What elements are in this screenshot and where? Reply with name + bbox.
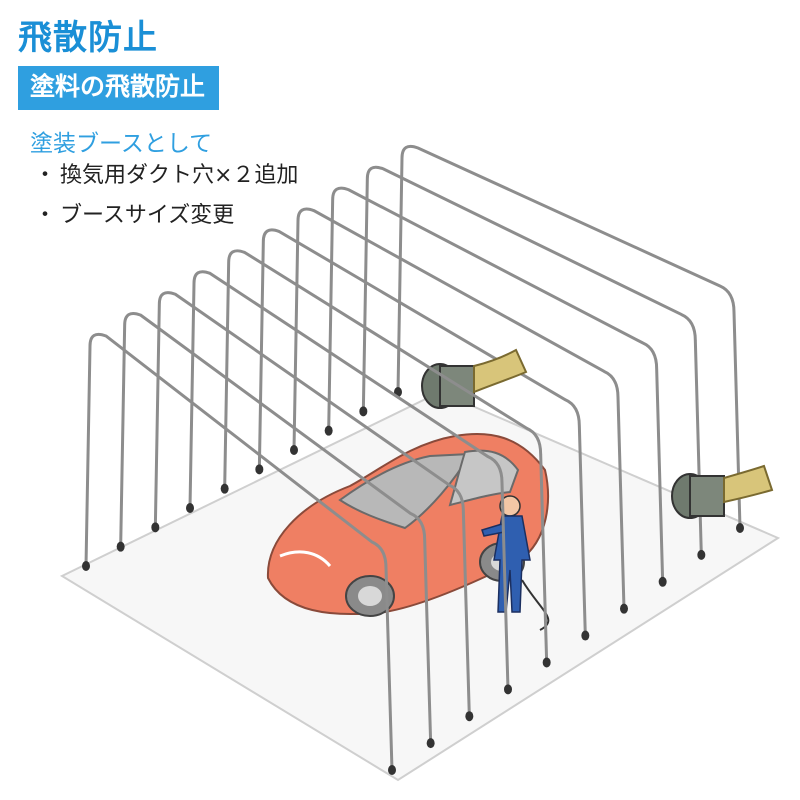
list-item: ・換気用ダクト穴×２追加 xyxy=(33,163,299,188)
frame-arch xyxy=(188,270,510,690)
section-badge: 塗料の飛散防止 xyxy=(18,66,220,110)
frame-arch xyxy=(396,144,742,529)
list-item-text: 換気用ダクト穴×２追加 xyxy=(60,163,299,188)
feature-list: ・換気用ダクト穴×２追加 ・ブースサイズ変更 xyxy=(30,156,298,236)
frame-foot xyxy=(504,684,512,695)
frame-arch xyxy=(361,165,703,555)
frame-foot xyxy=(324,425,333,436)
fan-icon xyxy=(421,363,725,519)
frame-arch xyxy=(84,332,394,771)
frame-arch xyxy=(223,249,549,663)
frame-foot xyxy=(658,576,667,587)
frame-arch xyxy=(257,228,587,636)
frame-foot xyxy=(388,765,396,775)
frame-foot xyxy=(620,603,628,614)
list-item: ・ブースサイズ変更 xyxy=(33,203,235,228)
frame-foot xyxy=(151,522,160,533)
frame-foot xyxy=(697,549,706,560)
frame-foot xyxy=(542,657,551,668)
booth-frame-icon xyxy=(255,144,744,641)
frame-arch xyxy=(119,311,433,744)
frame-foot xyxy=(359,406,368,417)
section-subtitle: 塗装ブースとして xyxy=(30,131,213,157)
frame-foot xyxy=(465,711,474,722)
booth-frame-icon xyxy=(82,249,551,775)
frame-arch xyxy=(292,207,626,609)
frame-foot xyxy=(290,445,298,455)
frame-foot xyxy=(426,738,435,749)
duct-icon xyxy=(473,348,774,504)
frame-foot xyxy=(82,561,90,571)
list-item-text: ブースサイズ変更 xyxy=(60,203,235,228)
frame-foot xyxy=(220,483,229,494)
frame-foot xyxy=(186,503,194,513)
frame-foot xyxy=(116,541,125,552)
frame-foot xyxy=(736,523,744,533)
frame-foot xyxy=(581,630,590,641)
frame-foot xyxy=(255,464,264,475)
frame-arch xyxy=(327,186,665,582)
frame-arch xyxy=(153,291,471,717)
page-heading: 飛散防止 xyxy=(18,18,158,58)
